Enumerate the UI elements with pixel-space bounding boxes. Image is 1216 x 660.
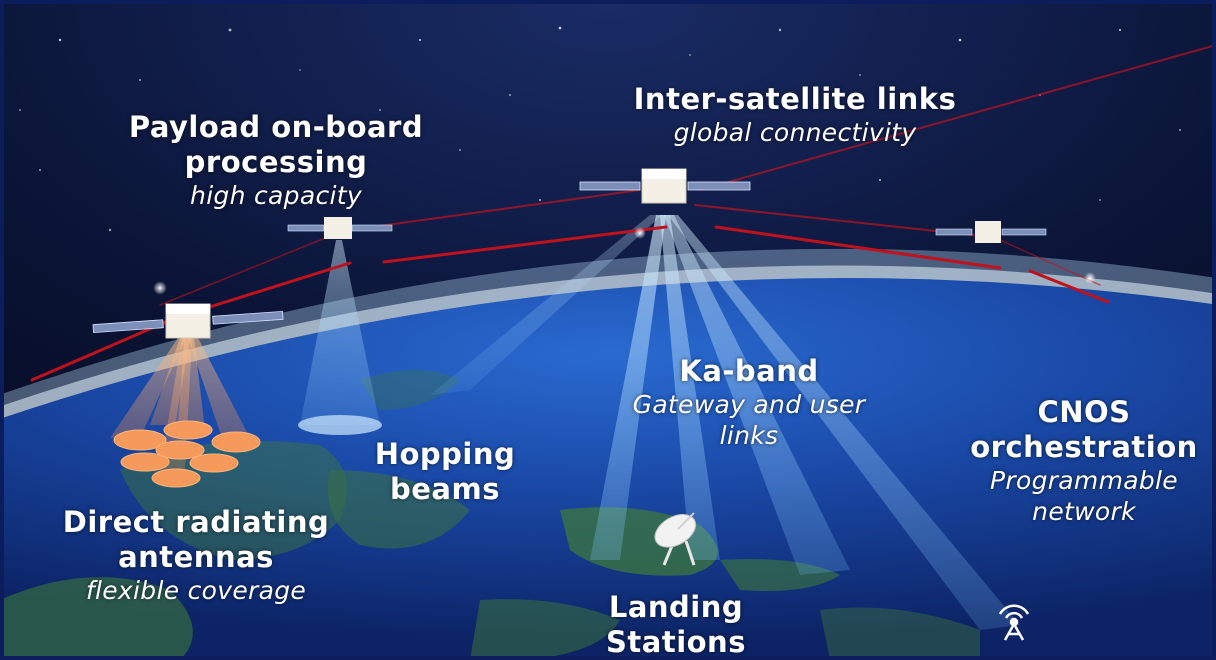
- label-payload-processing: Payload on-board processing high capacit…: [96, 110, 456, 211]
- dra-coverage: [110, 338, 261, 488]
- dra-subtitle: flexible coverage: [85, 576, 307, 605]
- satellite-icon: [935, 221, 1047, 243]
- satellite-icon: [579, 168, 751, 204]
- payload-subtitle: high capacity: [190, 181, 362, 210]
- label-hopping-beams: Hopping beams: [360, 437, 530, 507]
- landing-title-line2: Stations: [606, 625, 746, 659]
- cnos-title-line2: orchestration: [970, 430, 1198, 464]
- hopping-title-line2: beams: [390, 472, 500, 506]
- cnos-title-line1: CNOS: [1037, 395, 1131, 429]
- ka-band-subtitle-line2: links: [719, 421, 779, 450]
- ka-band-subtitle-line1: Gateway and user: [632, 390, 866, 419]
- isl-title: Inter-satellite links: [633, 82, 957, 116]
- stars: [19, 26, 1181, 232]
- label-inter-satellite-links: Inter-satellite links global connectivit…: [590, 82, 1000, 148]
- cnos-subtitle-line2: network: [1032, 497, 1136, 526]
- label-direct-radiating-antennas: Direct radiating antennas flexible cover…: [36, 505, 356, 606]
- payload-title-line1: Payload on-board: [128, 110, 424, 144]
- ka-band-title: Ka-band: [679, 354, 819, 388]
- satellite-icon: [287, 217, 393, 239]
- dish-antenna-icon: [654, 512, 697, 566]
- dra-title-line1: Direct radiating: [62, 505, 330, 539]
- dra-title-line2: antennas: [118, 540, 274, 574]
- ka-band-beams: [430, 215, 1020, 630]
- hopping-beam: [298, 240, 382, 435]
- hopping-title-line1: Hopping: [374, 437, 516, 471]
- landing-title-line1: Landing: [608, 590, 744, 624]
- cnos-subtitle-line1: Programmable: [990, 466, 1178, 495]
- payload-title-line2: processing: [184, 145, 368, 179]
- label-ka-band: Ka-band Gateway and user links: [596, 354, 902, 451]
- label-landing-stations: Landing Stations: [576, 590, 776, 660]
- isl-subtitle: global connectivity: [673, 118, 917, 147]
- label-cnos-orchestration: CNOS orchestration Programmable network: [956, 395, 1212, 527]
- radio-tower-icon: [998, 604, 1030, 641]
- isl-links: [30, 44, 1216, 382]
- satellite-icon: [92, 303, 284, 339]
